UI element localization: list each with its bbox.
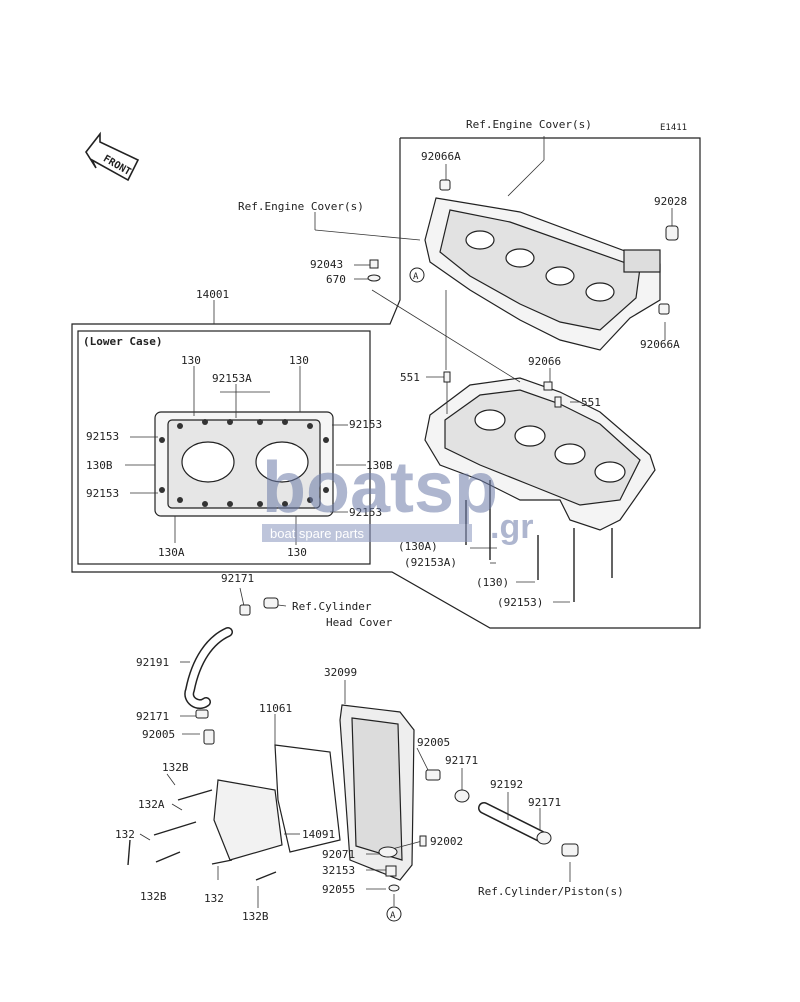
label-92005-left: 92005 bbox=[142, 728, 175, 741]
label-132A: 132A bbox=[138, 798, 165, 811]
label-14091: 14091 bbox=[302, 828, 335, 841]
ref-a-top-text: A bbox=[413, 272, 419, 282]
assembly-boundary bbox=[71, 137, 701, 629]
label-lc-92153-left2: 92153 bbox=[86, 487, 119, 500]
upper-crankcase bbox=[424, 197, 661, 351]
label-92066: 92066 bbox=[528, 355, 561, 368]
ref-a-marker-bottom bbox=[386, 906, 402, 922]
label-670: 670 bbox=[326, 273, 346, 286]
label-lc-130B-right: 130B bbox=[366, 459, 393, 472]
label-92153-paren: (92153) bbox=[497, 596, 543, 609]
label-92171-top: 92171 bbox=[221, 572, 254, 585]
label-132B-bottom: 132B bbox=[242, 910, 269, 923]
gasket-11061 bbox=[274, 744, 341, 853]
label-92171-right: 92171 bbox=[445, 754, 478, 767]
label-551-left: 551 bbox=[400, 371, 420, 384]
label-130A-paren: (130A) bbox=[398, 540, 438, 553]
label-92028: 92028 bbox=[654, 195, 687, 208]
label-32099: 32099 bbox=[324, 666, 357, 679]
pipe-92192 bbox=[478, 802, 546, 842]
front-arrow-icon: FRONT bbox=[85, 131, 140, 182]
breather-cover bbox=[339, 704, 415, 881]
label-ref-engine-cover-left: Ref.Engine Cover(s) bbox=[238, 200, 364, 213]
label-92055: 92055 bbox=[322, 883, 355, 896]
label-92153A-paren: (92153A) bbox=[404, 556, 457, 569]
label-lc-130-right: 130 bbox=[289, 354, 309, 367]
watermark-tagline: boat spare parts bbox=[270, 526, 364, 541]
label-lc-92153-right2: 92153 bbox=[349, 506, 382, 519]
label-551-right: 551 bbox=[581, 396, 601, 409]
label-14001: 14001 bbox=[196, 288, 229, 301]
label-92191: 92191 bbox=[136, 656, 169, 669]
label-92192: 92192 bbox=[490, 778, 523, 791]
label-ref-engine-cover-top: Ref.Engine Cover(s) bbox=[466, 118, 592, 131]
label-lc-92153-topright: 92153 bbox=[349, 418, 382, 431]
label-92043: 92043 bbox=[310, 258, 343, 271]
watermark-tld: .gr bbox=[490, 508, 533, 546]
ref-a-bottom-text: A bbox=[390, 911, 396, 921]
label-lc-130-bottom: 130 bbox=[287, 546, 307, 559]
label-11061: 11061 bbox=[259, 702, 292, 715]
label-92066A-right: 92066A bbox=[640, 338, 680, 351]
label-132-bottom: 132 bbox=[204, 892, 224, 905]
label-92071: 92071 bbox=[322, 848, 355, 861]
plate-14091 bbox=[213, 779, 283, 861]
label-lc-130A: 130A bbox=[158, 546, 185, 559]
label-lc-92153-left: 92153 bbox=[86, 430, 119, 443]
label-130-paren: (130) bbox=[476, 576, 509, 589]
small-parts bbox=[195, 179, 679, 892]
part-labels: Ref.Engine Cover(s) 92066A Ref.Engine Co… bbox=[86, 118, 687, 923]
label-132B-left: 132B bbox=[140, 890, 167, 903]
label-lc-92153A: 92153A bbox=[212, 372, 252, 385]
label-ref-cylinder-head-1: Ref.Cylinder bbox=[292, 600, 372, 613]
bolts bbox=[127, 480, 613, 881]
watermark-logo: boatsp .gr boat spare parts bbox=[262, 448, 533, 546]
label-lc-130-left: 130 bbox=[181, 354, 201, 367]
label-ref-cylinder-head-2: Head Cover bbox=[326, 616, 393, 629]
label-132B-top: 132B bbox=[162, 761, 189, 774]
diagram-code: E1411 bbox=[660, 123, 687, 133]
lower-case-label: (Lower Case) bbox=[83, 335, 162, 348]
lower-case-plan bbox=[154, 411, 334, 517]
label-32153: 32153 bbox=[322, 864, 355, 877]
ref-a-marker-top bbox=[409, 267, 425, 283]
label-92066A-top: 92066A bbox=[421, 150, 461, 163]
lower-case-box bbox=[77, 330, 371, 565]
label-92171-mid: 92171 bbox=[136, 710, 169, 723]
label-92171-far: 92171 bbox=[528, 796, 561, 809]
label-ref-cylinder-piston: Ref.Cylinder/Piston(s) bbox=[478, 885, 624, 898]
label-132-left: 132 bbox=[115, 828, 135, 841]
watermark-brand: boatsp bbox=[262, 448, 498, 528]
label-92002: 92002 bbox=[430, 835, 463, 848]
lower-crankcase bbox=[424, 377, 656, 531]
label-92005-right: 92005 bbox=[417, 736, 450, 749]
label-lc-130B-left: 130B bbox=[86, 459, 113, 472]
